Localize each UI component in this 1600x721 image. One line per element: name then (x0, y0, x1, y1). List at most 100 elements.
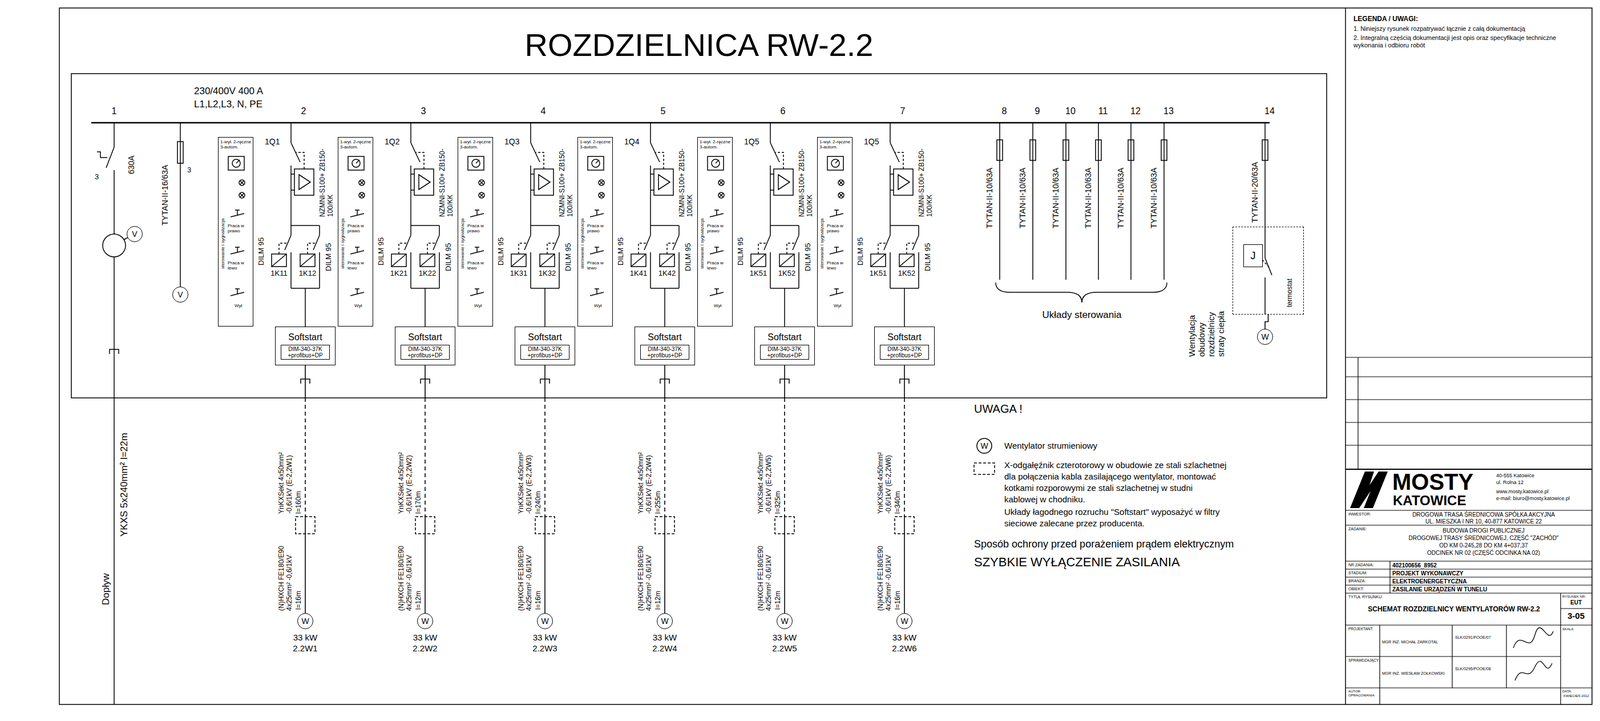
device-type: DILM 95 (443, 243, 453, 272)
cable-line (904, 365, 905, 613)
circuit-number: 10 (1060, 105, 1081, 117)
wire (291, 173, 295, 175)
symbol-letter: W (660, 616, 669, 626)
grid-line (1345, 687, 1593, 688)
device-type: DILM 95 (496, 237, 505, 266)
trip-symbol (658, 174, 670, 190)
push-button (350, 288, 365, 296)
control-panel: 1-wył. 2-ręczne 3-autom.sterowanie i syg… (217, 136, 254, 327)
signal-lamp (239, 192, 245, 199)
wire (558, 252, 560, 289)
field-value: DROGOWA TRASA ŚREDNICOWA SPÓŁKA AKCYJNA (1380, 511, 1587, 519)
mode-legend: 1-wył. 2-ręczne 3-autom. (459, 139, 492, 150)
cable-segment (424, 397, 426, 517)
wire (438, 225, 440, 236)
selector-knob (232, 159, 241, 168)
button-label: Praca w prawo (227, 223, 253, 234)
fuse-symbol (1063, 139, 1069, 161)
device-tag: 1Q2 (384, 136, 400, 147)
signal-lamp (240, 180, 245, 185)
note: 1. Niniejszy rysunek rozpatrywać łącznie… (1353, 25, 1585, 33)
device-type: DILM 95 (616, 237, 625, 266)
current-transformer (102, 233, 126, 257)
fuse-symbol (1029, 139, 1036, 161)
selector-knob (356, 159, 360, 164)
wire (784, 288, 786, 327)
device-type: DILM 95 (256, 237, 266, 266)
push-button (829, 247, 844, 254)
wire (179, 122, 181, 287)
control-panel: 1-wył. 2-ręczne 3-autom.sterowanie i syg… (577, 136, 613, 327)
grid-line (1345, 624, 1593, 625)
device-type: DIM-340-37K +profibus+DP (400, 344, 450, 360)
coil-mark (870, 253, 886, 267)
softstart-box: SoftstartDIM-340-37K +profibus+DP (394, 326, 456, 366)
contactor-contact (764, 235, 771, 250)
push-button (230, 247, 245, 254)
grid-line (1345, 576, 1593, 577)
field-label: RYSUNEK NR: (1562, 594, 1586, 599)
fan-symbol: W (776, 612, 793, 629)
wire (903, 288, 905, 327)
wire (649, 225, 652, 236)
overcurrent-release (414, 168, 434, 196)
push-button (709, 247, 724, 254)
circuit-number: 11 (1093, 105, 1113, 117)
circuit-number: 12 (1125, 105, 1146, 117)
power-rating: 33 kW (644, 632, 685, 643)
wire (291, 224, 320, 226)
button-label: Praca w lewo (227, 260, 253, 271)
device-type: DILM 95 (324, 243, 333, 272)
group-bracket (995, 282, 1167, 303)
device-type: NZMNI-S100+ ZB150-100/KK (318, 131, 335, 217)
circuit-number: 9 (1027, 105, 1048, 117)
grid-line (1345, 356, 1593, 358)
push-button (470, 209, 484, 217)
wire (318, 225, 321, 236)
field-label: AUTOR OPRACOWANIA: (1348, 689, 1379, 698)
legend-junction-symbol (974, 462, 995, 475)
mode-legend: 1-wył. 2-ręczne 3-autom. (340, 139, 373, 150)
field-value: BUDOWA DROGI PUBLICZNEJ (1380, 527, 1587, 535)
signature (1513, 627, 1554, 648)
grid-line (1345, 560, 1593, 561)
wire (410, 224, 440, 226)
wire (1097, 122, 1100, 280)
mechanical-link (427, 243, 437, 254)
coil-mark (391, 253, 407, 267)
grid-line (1389, 560, 1391, 593)
company-logo (1350, 471, 1388, 508)
selector-knob (352, 159, 361, 168)
device-type: TYTAN-II-10/63A (984, 167, 995, 229)
wire (769, 252, 771, 289)
signal-lamp (839, 193, 844, 198)
person-name: MGR INŻ. MICHAŁ ZARKOTAL (1382, 639, 1438, 645)
device-type: NZMNI-S100+ ZB150-100/KK (797, 131, 814, 217)
wire (678, 225, 680, 236)
trip-symbol (418, 174, 431, 190)
coil-mark (659, 253, 675, 267)
fan-symbol: W (536, 612, 553, 629)
wire (798, 252, 800, 289)
device-type: NZMNI-S100+ ZB150-100/KK (917, 131, 934, 217)
contactor-coil (511, 253, 527, 267)
box-title: Softstart (288, 332, 323, 343)
wire (410, 173, 415, 175)
panel-caption: sterowanie i sygnalizacja (459, 218, 466, 270)
button-label: Praca w prawo (347, 223, 373, 234)
cable-spec: (N)HXCH FE180/E90 4x25mm² -0,6/1kV (277, 536, 294, 611)
coil-mark (539, 253, 555, 267)
panel-caption: sterowanie i sygnalizacja (340, 218, 346, 270)
selector-knob (835, 159, 839, 164)
signal-lamp (240, 193, 245, 198)
cable-segment (903, 516, 905, 613)
cable-spec: YnKXSekt 4x50mm² -0,6/1kV (E-2,2W1) (277, 427, 294, 514)
contactor-contact (284, 235, 292, 250)
mechanical-link (775, 152, 784, 169)
push-button (829, 288, 844, 296)
coil-mark (419, 253, 435, 267)
wire (530, 189, 535, 191)
mechanical-link (655, 152, 664, 169)
mode-legend: 1-wył. 2-ręczne 3-autom. (819, 139, 852, 150)
fan-symbol: W (297, 612, 314, 629)
